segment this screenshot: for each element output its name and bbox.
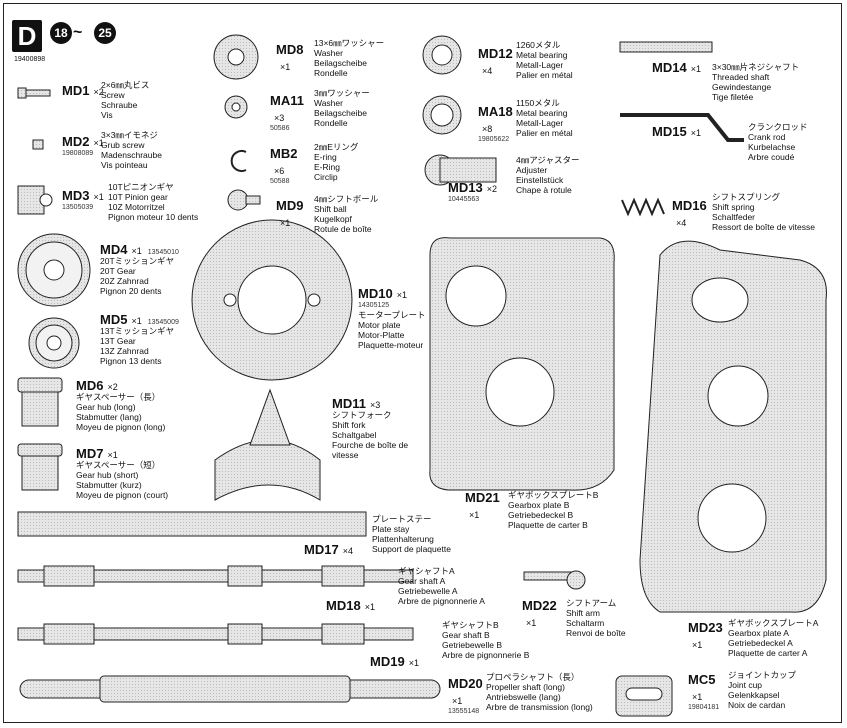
part-md14: MD14×1 <box>652 60 701 75</box>
ma18-bearing-icon <box>422 95 462 135</box>
desc-md6: ギヤスペーサー（長）Gear hub (long)Stabmutter (lan… <box>76 392 166 432</box>
md5-gear-icon <box>28 317 80 369</box>
md13-adjuster-icon <box>424 154 497 186</box>
md20-propshaft-icon <box>19 675 441 703</box>
part-md19: MD19×1 <box>370 654 419 669</box>
md22-arm-icon <box>523 570 586 590</box>
part-md11: MD11×3 <box>332 396 381 411</box>
md7-hub-icon <box>17 443 63 491</box>
md21-gearbox-plate-icon <box>429 237 615 491</box>
part-md15: MD15×1 <box>652 124 701 139</box>
step-from-badge: 18 <box>50 22 72 44</box>
part-md22: MD22×1 <box>522 598 557 628</box>
part-md16: MD16×4 <box>672 198 707 228</box>
md9-ball-icon <box>227 189 261 211</box>
desc-md20: プロペラシャフト（長）Propeller shaft (long)Antrieb… <box>486 672 593 712</box>
desc-md7: ギヤスペーサー（短）Gear hub (short)Stabmutter (ku… <box>76 460 169 500</box>
step-to-badge: 25 <box>94 22 116 44</box>
part-md21: MD21×1 <box>465 490 500 520</box>
md19-shaft-icon <box>17 623 414 645</box>
md2-grub-icon <box>32 139 44 150</box>
mc5-cup-icon <box>615 675 673 717</box>
md8-washer-icon <box>213 34 259 80</box>
md23-gearbox-plate-icon <box>639 240 827 613</box>
page-frame <box>3 3 842 723</box>
part-md8: MD8×1 <box>276 42 304 72</box>
md4-gear-icon <box>17 233 91 307</box>
md16-spring-icon <box>621 197 665 217</box>
md11-fork-icon <box>214 439 321 501</box>
part-md9: MD9×1 <box>276 198 304 228</box>
mb2-ering-icon <box>230 150 247 172</box>
page-code: 19400898 <box>14 56 46 63</box>
md14-shaft-icon <box>619 41 713 53</box>
range-tilde: ~ <box>73 24 83 41</box>
md10-plate-icon <box>191 219 353 381</box>
part-md6: MD6×2 <box>76 378 118 393</box>
md3-pinion-icon <box>17 185 53 215</box>
md18-shaft-icon <box>17 565 414 587</box>
part-md18: MD18×1 <box>326 598 375 613</box>
section-letter: D <box>12 20 42 52</box>
part-md12: MD12×4 <box>478 46 513 76</box>
md17-stay-icon <box>17 511 367 537</box>
part-md1: MD1×2 <box>62 83 104 98</box>
ma11-washer-icon <box>224 95 248 119</box>
part-md7: MD7×1 <box>76 446 118 461</box>
md15-crank-icon <box>620 113 744 142</box>
part-md23: MD23×1 <box>688 620 723 650</box>
part-md17: MD17×4 <box>304 542 353 557</box>
md6-hub-icon <box>17 377 63 427</box>
md1-screw-icon <box>17 87 51 99</box>
md12-bearing-icon <box>422 35 462 75</box>
